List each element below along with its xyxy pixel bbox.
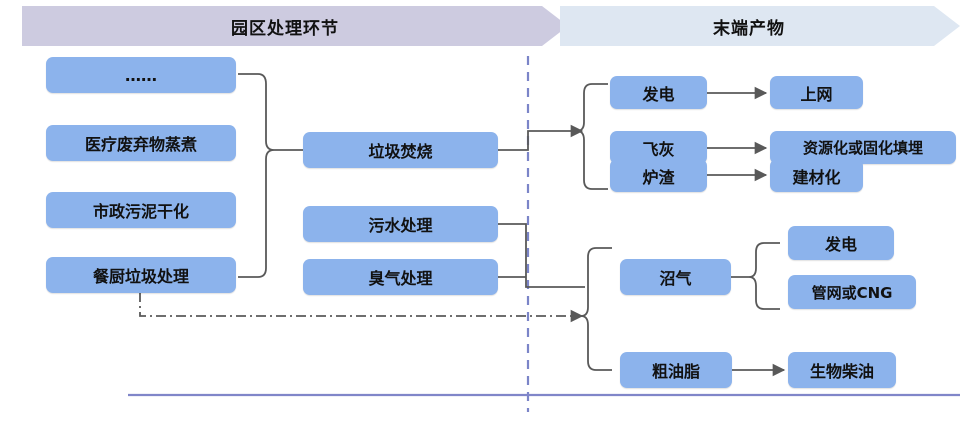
output-label: 粗油脂 <box>651 362 700 381</box>
banner-stage: 园区处理环节 <box>22 6 568 46</box>
process-box-incineration[interactable]: 垃圾焚烧 <box>303 132 498 168</box>
input-label: …… <box>125 65 157 85</box>
output-box-crude-grease[interactable]: 粗油脂 <box>620 352 732 388</box>
input-box-kitchen-waste[interactable]: 餐厨垃圾处理 <box>46 257 236 293</box>
input-group-brace <box>238 73 275 278</box>
output-box-slag[interactable]: 炉渣 <box>610 159 707 192</box>
output-box-biogas[interactable]: 沼气 <box>620 259 731 295</box>
process-label: 臭气处理 <box>368 269 433 288</box>
process-box-odor[interactable]: 臭气处理 <box>303 259 498 295</box>
kitchen-waste-dashdot <box>139 292 584 323</box>
banner-output: 末端产物 <box>560 6 960 46</box>
destination-label: 建材化 <box>792 167 841 187</box>
output-label: 炉渣 <box>642 167 675 187</box>
banner-stage-label: 园区处理环节 <box>231 18 339 39</box>
destination-box-pipeline-cng[interactable]: 管网或CNG <box>788 275 916 309</box>
process-label: 污水处理 <box>368 216 433 235</box>
incineration-to-outputs <box>498 124 584 151</box>
input-label: 医疗废弃物蒸煮 <box>84 135 197 154</box>
destination-label: 管网或CNG <box>811 283 893 302</box>
input-box-ellipsis[interactable]: …… <box>46 57 236 93</box>
process-box-wastewater[interactable]: 污水处理 <box>303 206 498 242</box>
destination-label: 发电 <box>824 235 857 254</box>
input-label: 餐厨垃圾处理 <box>92 267 189 286</box>
destination-label: 生物柴油 <box>809 362 874 381</box>
output-box-fly-ash[interactable]: 飞灰 <box>610 131 707 164</box>
wastewater-to-lower <box>498 223 585 288</box>
incineration-output-brace <box>576 83 608 190</box>
input-box-medical-waste[interactable]: 医疗废弃物蒸煮 <box>46 125 236 161</box>
destination-label: 上网 <box>800 84 833 104</box>
destination-label: 资源化或固化填埋 <box>802 139 923 157</box>
output-label: 飞灰 <box>642 139 675 159</box>
process-label: 垃圾焚烧 <box>368 142 433 161</box>
destination-box-building-material[interactable]: 建材化 <box>770 159 863 192</box>
output-label: 沼气 <box>659 269 692 288</box>
biogas-split-brace <box>748 242 780 310</box>
output-label: 发电 <box>642 84 675 104</box>
destination-box-grid[interactable]: 上网 <box>770 76 863 109</box>
destination-box-biogas-power[interactable]: 发电 <box>788 226 894 260</box>
destination-box-resource-landfill[interactable]: 资源化或固化填埋 <box>770 131 956 164</box>
input-label: 市政污泥干化 <box>92 202 189 221</box>
input-box-municipal-sludge[interactable]: 市政污泥干化 <box>46 192 236 228</box>
organic-output-brace <box>580 247 612 371</box>
banner-output-label: 末端产物 <box>713 18 785 39</box>
destination-box-biodiesel[interactable]: 生物柴油 <box>788 352 896 388</box>
output-box-power[interactable]: 发电 <box>610 76 707 109</box>
